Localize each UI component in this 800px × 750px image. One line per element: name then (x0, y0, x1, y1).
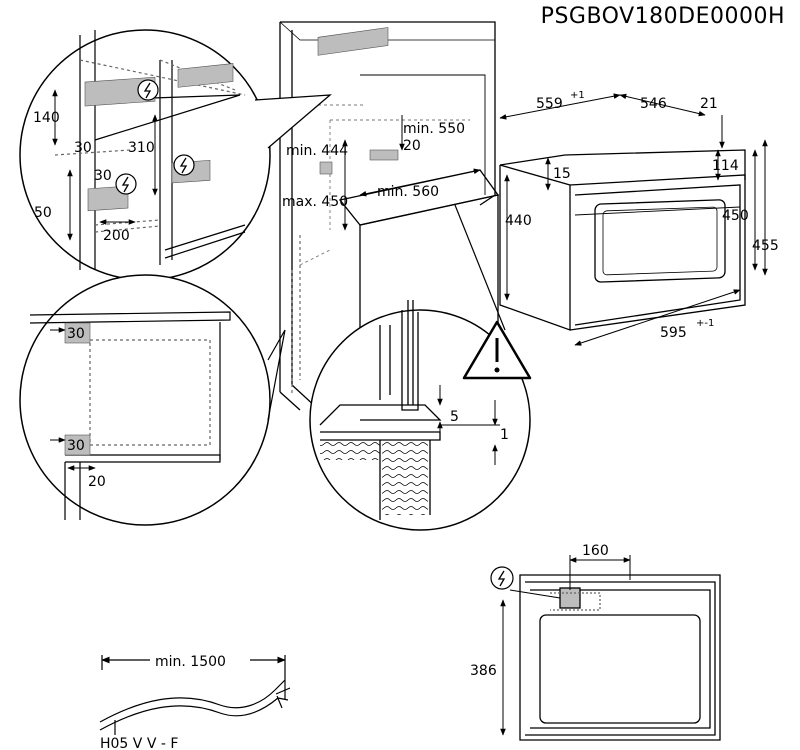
dim-1: 1 (500, 427, 509, 443)
dim-30-b: 30 (94, 168, 112, 184)
dim-595: 595 (660, 325, 687, 341)
dim-440: 440 (505, 213, 532, 229)
socket-zone-side (319, 161, 333, 175)
detail-circle-clearance (19, 274, 286, 526)
dim-595-tolerance: +-1 (696, 318, 714, 329)
dim-20-cabinet: 20 (403, 138, 421, 154)
dim-30-top: 30 (67, 326, 85, 342)
dim-450-oven: 450 (722, 208, 749, 224)
dim-50: 50 (34, 205, 52, 221)
dim-310: 310 (128, 140, 155, 156)
rear-view-drawing (519, 574, 721, 741)
dim-140: 140 (33, 110, 60, 126)
dim-559: 559 (536, 96, 563, 112)
dim-15: 15 (553, 166, 571, 182)
cable-type: H05 V V - F (100, 736, 178, 750)
dim-559-tolerance: +1 (570, 90, 585, 101)
dim-200: 200 (103, 228, 130, 244)
dim-386: 386 (470, 663, 497, 679)
electric-hazard-icon (173, 154, 195, 176)
dim-21: 21 (700, 96, 718, 112)
socket-zone-small (369, 149, 399, 161)
dim-max-450: max. 450 (282, 194, 348, 210)
model-number: PSGBOV180DE0000H (541, 4, 785, 29)
cable-length-bg (150, 650, 250, 670)
socket-zone (317, 27, 389, 56)
electric-hazard-icon (115, 173, 137, 195)
dim-30-bottom: 30 (67, 438, 85, 454)
dim-20-detail: 20 (88, 474, 106, 490)
cabinet-drawing (279, 21, 500, 421)
detail-circle-socket (19, 29, 332, 281)
cable-drawing (99, 655, 291, 735)
dim-160: 160 (582, 543, 609, 559)
dim-min-560: min. 560 (377, 184, 439, 200)
dim-min-444: min. 444 (286, 143, 348, 159)
dim-546: 546 (640, 96, 667, 112)
dim-455: 455 (752, 238, 779, 254)
electric-hazard-icon (490, 566, 514, 590)
electric-hazard-icon (137, 79, 159, 101)
dim-min-550: min. 550 (403, 121, 465, 137)
dim-5: 5 (450, 409, 459, 425)
warning-triangle-icon (462, 320, 532, 380)
dim-30-a: 30 (74, 140, 92, 156)
oven-drawing (499, 149, 746, 331)
cable-length: min. 1500 (155, 654, 226, 670)
dim-114: 114 (712, 158, 739, 174)
